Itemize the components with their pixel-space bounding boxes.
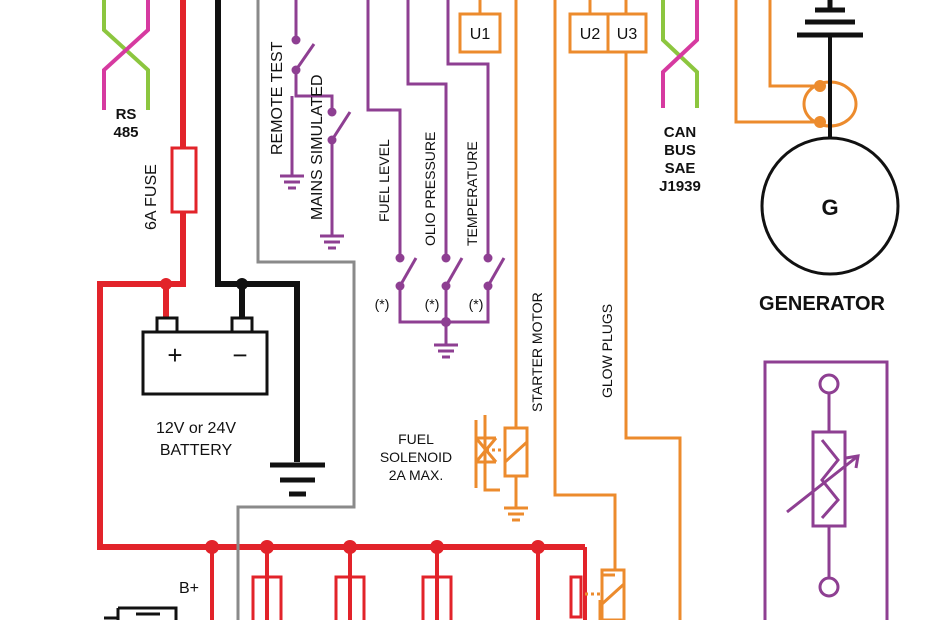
variable-resistor-component (763, 360, 889, 620)
relay-symbol (585, 568, 626, 620)
generator-label: GENERATOR (759, 293, 885, 315)
sensor-terminals (395, 253, 493, 327)
alternator-symbol (104, 606, 178, 620)
can-label-line3: SAE (665, 160, 696, 177)
fuse-symbol (170, 146, 198, 214)
fuel-solenoid-label-line3: 2A MAX. (389, 467, 443, 483)
battery-minus-sign: − (232, 340, 247, 370)
remote-test-switch-group (290, 0, 352, 236)
fuel-solenoid-label-line1: FUEL (398, 431, 434, 447)
gray-signal-wire (236, 0, 356, 620)
battery-positive-wire (97, 0, 585, 550)
battery-label-line1: 12V or 24V (156, 420, 236, 437)
battery-negative-wire (215, 0, 300, 462)
sensor-note-3: (*) (469, 296, 484, 312)
sensor-note-1: (*) (375, 296, 390, 312)
oil-pressure-label: OLIO PRESSURE (422, 132, 438, 246)
u-terminals (458, 12, 648, 54)
u2-label: U2 (580, 26, 601, 43)
switch-terminals (291, 35, 337, 145)
battery-ground-symbol (270, 462, 325, 497)
u3-label: U3 (617, 26, 638, 43)
can-label-line4: J1939 (659, 178, 701, 195)
battery-label-line2: BATTERY (160, 442, 233, 459)
battery-symbol (141, 316, 269, 396)
sensor-ground-symbol (434, 343, 458, 359)
generator-earth-symbol (797, 0, 863, 138)
can-label-line2: BUS (664, 142, 696, 159)
remote-test-label: REMOTE TEST (269, 41, 286, 155)
generator-terminals (814, 80, 826, 128)
generator-wiring (734, 0, 858, 128)
negative-junction (236, 278, 248, 290)
output-fuses (210, 547, 587, 620)
generator-symbol-letter: G (821, 195, 838, 220)
temperature-label: TEMPERATURE (464, 141, 480, 246)
orange-wires (478, 0, 682, 620)
can-label-line1: CAN (664, 124, 697, 141)
switch-ground-symbols (280, 174, 344, 250)
generator-symbol (760, 136, 900, 276)
rs485-twisted-pair (102, 0, 150, 110)
solenoid-ground-symbol (504, 506, 528, 522)
fuse-label: 6A FUSE (143, 164, 160, 230)
can-bus-twisted-pair (661, 0, 699, 108)
rs485-label-line1: RS (116, 106, 137, 123)
fuel-solenoid-label-line2: SOLENOID (380, 449, 452, 465)
battery-plus-sign: + (167, 340, 182, 370)
fuel-solenoid-symbol (474, 415, 529, 488)
starter-motor-label: STARTER MOTOR (529, 292, 545, 412)
fuel-level-label: FUEL LEVEL (376, 139, 392, 222)
glow-plugs-label: GLOW PLUGS (599, 304, 615, 398)
b-plus-label: B+ (179, 580, 199, 597)
sensor-wires (366, 0, 506, 345)
sensor-note-2: (*) (425, 296, 440, 312)
mains-simulated-label: MAINS SIMULATED (309, 75, 326, 221)
rs485-label-line2: 485 (113, 124, 138, 141)
u1-label: U1 (470, 26, 491, 43)
